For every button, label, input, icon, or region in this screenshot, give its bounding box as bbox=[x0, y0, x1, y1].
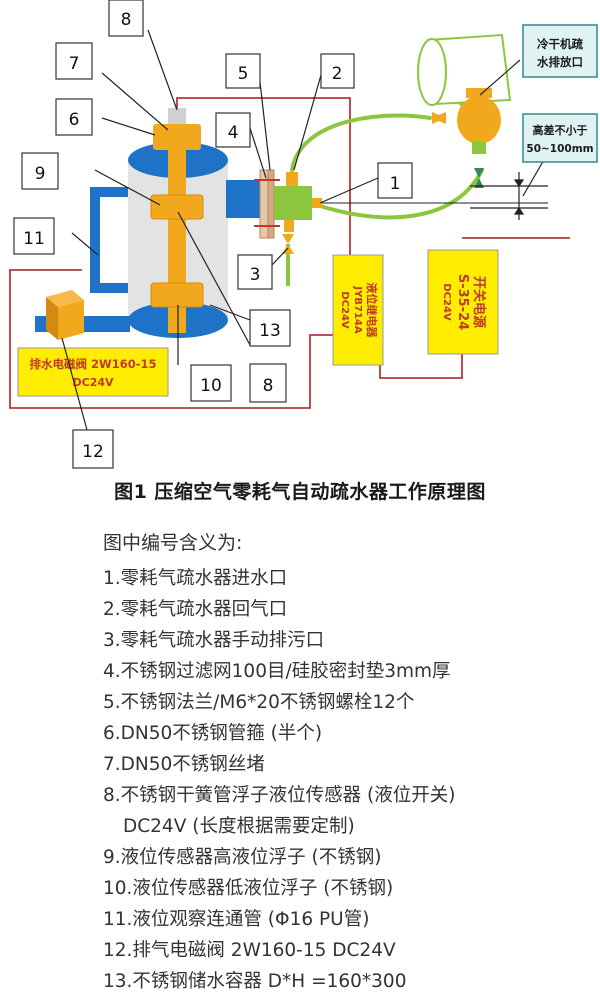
drain-valve-box: 排水电磁阀 2W160-15 DC24V bbox=[17, 347, 169, 397]
svg-text:13: 13 bbox=[259, 321, 281, 341]
svg-text:2: 2 bbox=[332, 64, 343, 84]
valve-line2: DC24V bbox=[72, 376, 114, 389]
height-difference-marker bbox=[470, 59, 548, 220]
condenser-outlet-cylinder bbox=[417, 33, 512, 106]
svg-text:6: 6 bbox=[69, 110, 80, 130]
legend-item: 3.零耗气疏水器手动排污口 bbox=[103, 630, 325, 651]
callout-4: 4 bbox=[215, 112, 251, 148]
legend-item: 8.不锈钢干簧管浮子液位传感器 (液位开关) bbox=[103, 785, 456, 806]
callout-8-top: 8 bbox=[108, 0, 144, 37]
legend-item: 13.不锈钢储水容器 D*H =160*300 bbox=[103, 971, 407, 992]
power-model: S-35-24 bbox=[455, 274, 470, 330]
legend-item: 12.排气电磁阀 2W160-15 DC24V bbox=[103, 940, 396, 961]
legend-item: 2.零耗气疏水器回气口 bbox=[103, 599, 288, 620]
legend-item: 7.DN50不锈钢丝堵 bbox=[103, 754, 265, 775]
height-difference-box: 高差不小于 50~100mm bbox=[522, 113, 598, 163]
condenser-drain-label-line2: 水排放口 bbox=[537, 55, 583, 69]
inlet-block bbox=[274, 172, 322, 254]
power-supply-box: 开关电源 S-35-24 DC24V bbox=[427, 249, 499, 355]
valve-line1: 排水电磁阀 2W160-15 bbox=[30, 357, 157, 371]
svg-text:7: 7 bbox=[69, 54, 80, 74]
legend-title: 图中编号含义为: bbox=[103, 532, 243, 554]
callout-5: 5 bbox=[225, 53, 261, 89]
svg-text:1: 1 bbox=[390, 174, 401, 194]
power-title: 开关电源 bbox=[471, 276, 487, 328]
callout-3: 3 bbox=[237, 254, 273, 290]
control-wiring bbox=[9, 97, 570, 409]
schematic-diagram: 冷干机疏 水排放口 高差不小于 50~100mm 液位继电器 JYB714A D… bbox=[9, 0, 598, 469]
callout-13: 13 bbox=[249, 309, 291, 347]
legend-list: 1.零耗气疏水器进水口 2.零耗气疏水器回气口 3.零耗气疏水器手动排污口 4.… bbox=[103, 563, 455, 997]
legend-item: 5.不锈钢法兰/M6*20不锈钢螺栓12个 bbox=[103, 692, 415, 713]
svg-text:8: 8 bbox=[121, 10, 132, 30]
level-relay-box: 液位继电器 JYB714A DC24V bbox=[332, 254, 384, 366]
svg-text:9: 9 bbox=[35, 164, 46, 184]
svg-text:4: 4 bbox=[228, 123, 239, 143]
svg-text:3: 3 bbox=[250, 265, 261, 285]
callout-2: 2 bbox=[320, 53, 355, 89]
callout-12: 12 bbox=[72, 429, 114, 469]
power-voltage: DC24V bbox=[441, 283, 452, 321]
legend-item: 4.不锈钢过滤网100目/硅胶密封垫3mm厚 bbox=[103, 661, 451, 682]
callout-11: 11 bbox=[13, 217, 55, 255]
svg-text:11: 11 bbox=[23, 229, 45, 249]
callout-1: 1 bbox=[377, 162, 413, 199]
svg-text:10: 10 bbox=[200, 376, 222, 396]
level-sensor bbox=[150, 108, 204, 333]
leader-lines bbox=[61, 29, 379, 431]
solenoid-valve bbox=[46, 290, 84, 340]
callout-9: 9 bbox=[21, 152, 59, 190]
relay-voltage: DC24V bbox=[339, 291, 350, 329]
svg-text:12: 12 bbox=[82, 442, 104, 462]
callout-7: 7 bbox=[55, 42, 93, 80]
observation-tube bbox=[90, 187, 128, 293]
legend-item: 11.液位观察连通管 (Φ16 PU管) bbox=[103, 909, 370, 930]
svg-text:5: 5 bbox=[238, 64, 249, 84]
callout-8-bottom: 8 bbox=[249, 363, 287, 403]
legend-item-continuation: DC24V (长度根据需要定制) bbox=[123, 816, 355, 837]
svg-text:8: 8 bbox=[263, 376, 274, 396]
legend-item: 9.液位传感器高液位浮子 (不锈钢) bbox=[103, 847, 382, 868]
legend-item: 6.DN50不锈钢管箍 (半个) bbox=[103, 723, 323, 744]
condenser-drain-trap bbox=[432, 88, 501, 188]
legend-item: 1.零耗气疏水器进水口 bbox=[103, 568, 288, 589]
height-diff-line2: 50~100mm bbox=[526, 143, 593, 155]
relay-title: 液位继电器 bbox=[365, 283, 379, 339]
condenser-drain-box: 冷干机疏 水排放口 bbox=[522, 24, 598, 78]
height-diff-line1: 高差不小于 bbox=[533, 123, 588, 137]
figure-caption: 图1 压缩空气零耗气自动疏水器工作原理图 bbox=[114, 481, 486, 503]
callout-6: 6 bbox=[55, 98, 93, 136]
relay-model: JYB714A bbox=[352, 285, 363, 333]
condenser-drain-label-line1: 冷干机疏 bbox=[537, 37, 583, 51]
callout-10: 10 bbox=[190, 364, 232, 402]
legend-item: 10.液位传感器低液位浮子 (不锈钢) bbox=[103, 878, 394, 899]
